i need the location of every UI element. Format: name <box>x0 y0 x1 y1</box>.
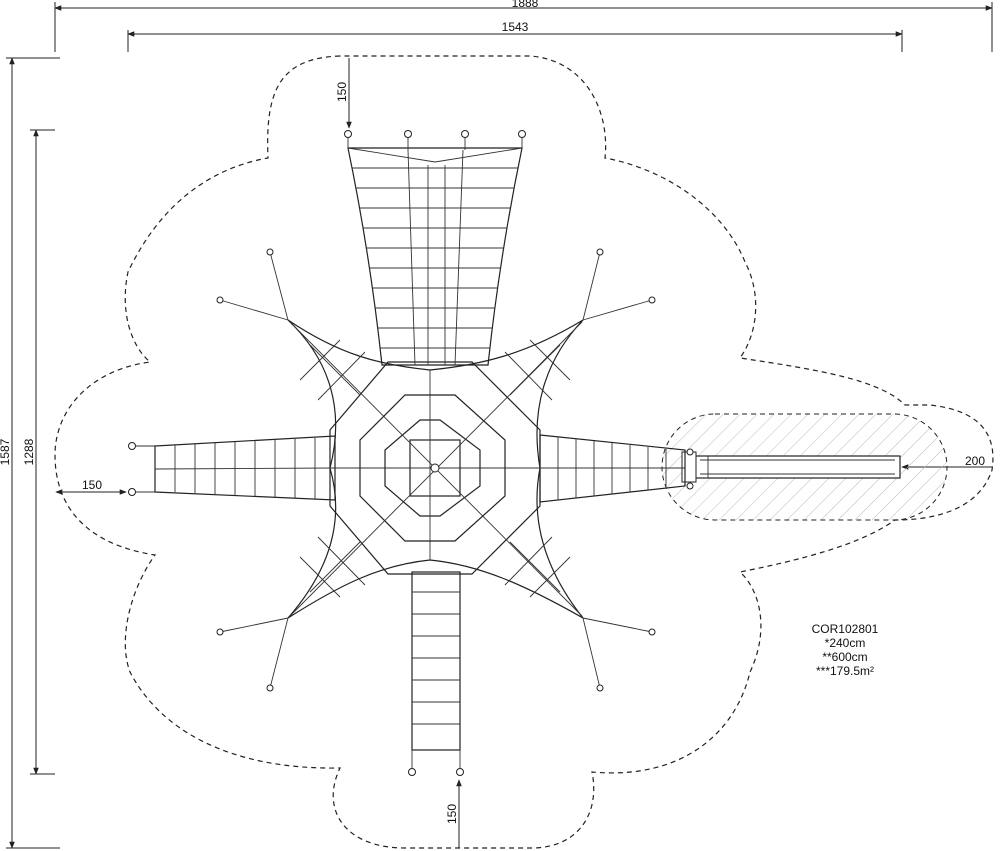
product-spec-2: **600cm <box>822 650 867 664</box>
dimension-left-clearance: 150 <box>55 478 127 495</box>
bottom-clearance-label: 150 <box>445 804 459 824</box>
inner-width-label: 1543 <box>502 20 529 34</box>
left-clearance-label: 150 <box>82 478 102 492</box>
top-net-ramp <box>347 147 523 366</box>
dimension-top-clearance: 150 <box>335 58 352 129</box>
product-info: COR102801 *240cm **600cm ***179.5m² <box>812 622 879 678</box>
slide <box>681 451 901 483</box>
central-net-structure <box>287 319 584 619</box>
slide-clearance-label: 200 <box>965 454 985 468</box>
bottom-ladder <box>411 571 461 751</box>
top-clearance-label: 150 <box>335 82 349 102</box>
overall-height-label: 1587 <box>0 438 12 465</box>
dimension-inner-height: 1288 <box>22 129 55 775</box>
safety-zone-outline <box>54 55 994 849</box>
dimension-overall-height: 1587 <box>0 57 60 849</box>
anchor-points <box>128 130 694 776</box>
overall-width-label: 1888 <box>512 0 539 10</box>
dimension-bottom-clearance: 150 <box>445 779 462 848</box>
product-spec-3: ***179.5m² <box>816 664 874 678</box>
dimension-overall-width: 1888 <box>54 0 993 52</box>
anchor-ropes <box>132 132 653 772</box>
left-net-ramp <box>154 435 336 501</box>
inner-height-label: 1288 <box>22 438 36 465</box>
dimension-inner-width: 1543 <box>127 20 903 52</box>
right-net-ramp <box>539 434 686 503</box>
product-spec-1: *240cm <box>825 636 866 650</box>
product-code: COR102801 <box>812 622 879 636</box>
